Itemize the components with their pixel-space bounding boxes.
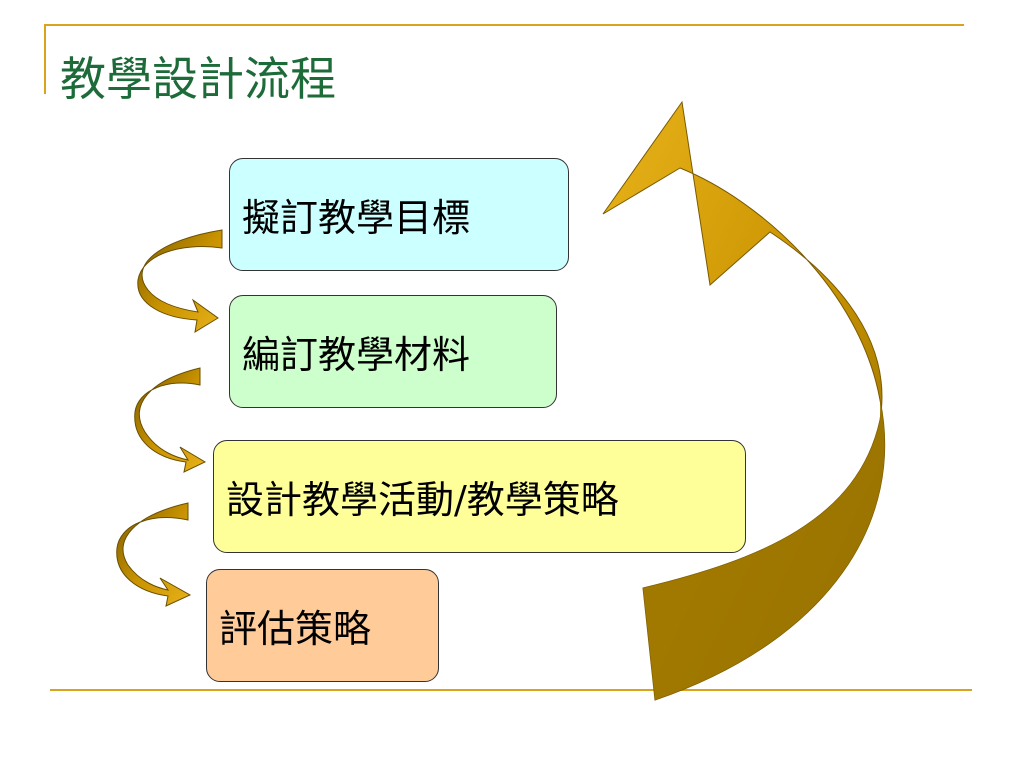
step-prepare-materials: 編訂教學材料 xyxy=(229,295,557,408)
bottom-rule xyxy=(50,689,972,691)
top-rule xyxy=(44,24,964,26)
slide-title: 教學設計流程 xyxy=(60,52,336,106)
curved-arrow-icon xyxy=(137,229,223,333)
step-label: 評估策略 xyxy=(219,607,372,651)
step-set-objectives: 擬訂教學目標 xyxy=(229,158,569,271)
step-evaluation: 評估策略 xyxy=(206,569,439,682)
step-label: 設計教學活動/教學策略 xyxy=(226,478,619,522)
curved-arrow-icon xyxy=(134,367,207,473)
step-label: 編訂教學材料 xyxy=(242,333,471,377)
left-rule xyxy=(44,24,46,94)
feedback-arrow-shadow xyxy=(643,400,885,700)
step-label: 擬訂教學目標 xyxy=(242,196,471,240)
step-design-activities: 設計教學活動/教學策略 xyxy=(213,440,746,553)
curved-arrow-icon xyxy=(116,502,192,607)
